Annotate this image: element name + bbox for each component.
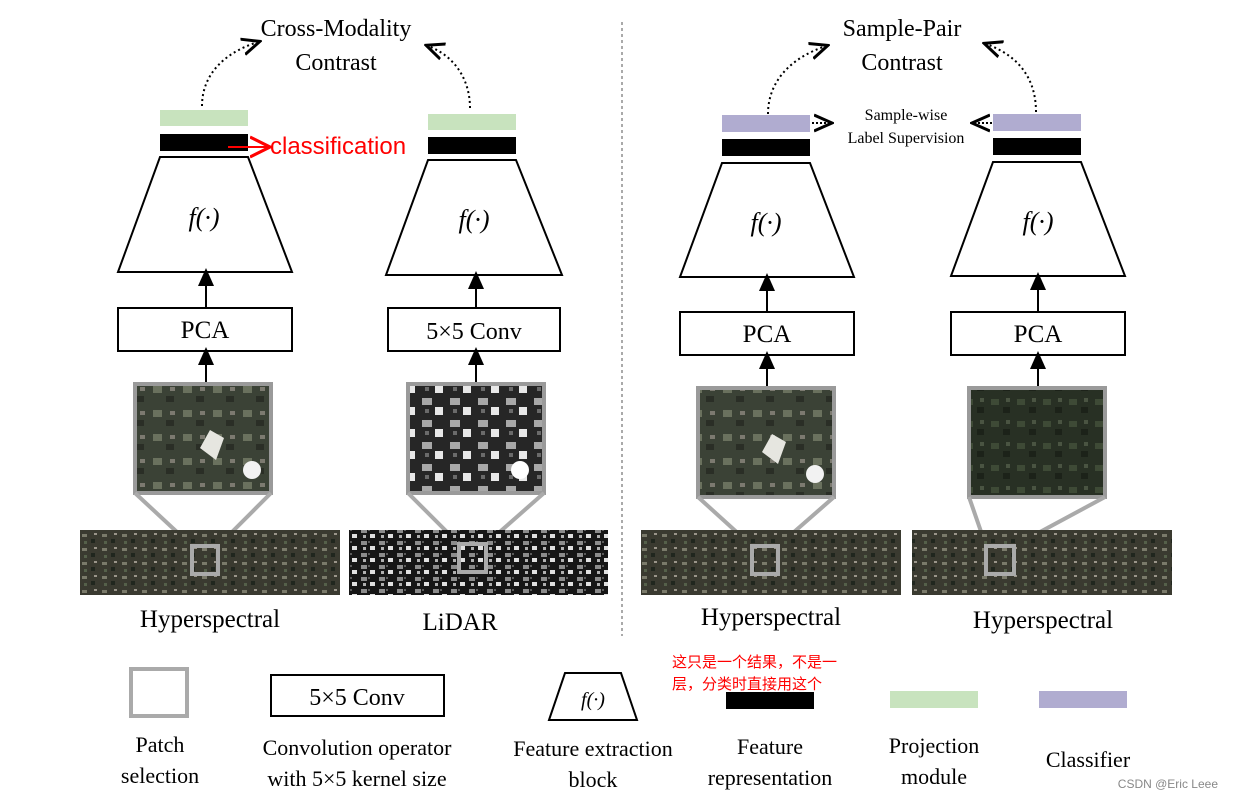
contrast-arrow-left — [202, 42, 258, 106]
supervision-line1: Sample-wise — [865, 107, 948, 124]
projection-bar — [428, 114, 516, 130]
left-column-lidar: f(·) 5×5 Conv LiDAR — [349, 114, 608, 636]
left-column-hyperspectral: f(·) PCA Hyperspectral — [80, 110, 340, 633]
watermark: CSDN @Eric Leee — [1118, 777, 1219, 791]
right-title-line1: Sample-Pair — [843, 16, 962, 42]
legend-feature-representation-line2: representation — [708, 765, 833, 790]
encoder-label: f(·) — [1022, 207, 1053, 236]
encoder-label: f(·) — [750, 208, 781, 237]
legend: Patch selection 5×5 Conv Convolution ope… — [121, 654, 1131, 792]
legend-feature-representation-line1: Feature — [737, 734, 803, 759]
feature-bar — [722, 139, 810, 156]
patch-bright-disk — [806, 465, 824, 483]
legend-patch-selection-line2: selection — [121, 763, 199, 788]
projection-bar — [160, 110, 248, 126]
feature-bar — [160, 134, 248, 151]
legend-classifier-swatch — [1039, 691, 1127, 708]
contrast-arrow-left — [768, 46, 826, 114]
chinese-note-line1: 这只是一个结果，不是一 — [672, 654, 837, 671]
source-label: Hyperspectral — [973, 607, 1113, 634]
left-panel: Cross-Modality Contrast f(·) PCA Hypersp… — [80, 16, 608, 636]
legend-patch-selection-line1: Patch — [136, 732, 185, 757]
legend-feature-representation-swatch — [726, 692, 814, 709]
feature-bar — [993, 138, 1081, 155]
feature-bar — [428, 137, 516, 154]
left-title-line1: Cross-Modality — [261, 16, 412, 42]
classification-annotation: classification — [270, 133, 406, 160]
source-label: Hyperspectral — [701, 604, 841, 631]
hyperspectral-patch-dark — [969, 388, 1105, 497]
legend-conv-caption-line2: with 5×5 kernel size — [267, 766, 446, 791]
legend-feature-extraction-line2: block — [569, 767, 618, 792]
legend-projection-line1: Projection — [889, 733, 979, 758]
pca-label: PCA — [181, 317, 230, 344]
right-column-hyperspectral-1: f(·) PCA Hyperspectral — [641, 115, 901, 631]
encoder-label: f(·) — [458, 205, 489, 234]
legend-projection-swatch — [890, 691, 978, 708]
pca-label: PCA — [1014, 321, 1063, 348]
legend-conv-caption-line1: Convolution operator — [263, 735, 452, 760]
legend-classifier-label: Classifier — [1046, 747, 1131, 772]
contrast-arrow-right — [428, 46, 470, 108]
contrast-arrow-right — [986, 44, 1036, 112]
legend-projection-line2: module — [901, 764, 967, 789]
conv-label: 5×5 Conv — [426, 319, 522, 345]
legend-feature-extraction-box-label: f(·) — [581, 689, 605, 711]
hyperspectral-strip — [912, 530, 1172, 595]
right-panel: Sample-Pair Contrast Sample-wise Label S… — [641, 16, 1172, 634]
hyperspectral-strip — [80, 530, 340, 595]
patch-bright-disk — [511, 461, 529, 479]
right-column-hyperspectral-2: f(·) PCA Hyperspectral — [912, 114, 1172, 634]
hyperspectral-strip — [641, 530, 901, 595]
chinese-note-line2: 层，分类时直接用这个 — [672, 676, 822, 693]
source-label: LiDAR — [423, 609, 498, 636]
encoder-label: f(·) — [188, 203, 219, 232]
classifier-bar — [722, 115, 810, 132]
supervision-line2: Label Supervision — [848, 130, 965, 147]
classifier-bar — [993, 114, 1081, 131]
left-title-line2: Contrast — [295, 50, 377, 76]
right-title-line2: Contrast — [861, 50, 943, 76]
source-label: Hyperspectral — [140, 606, 280, 633]
pca-label: PCA — [743, 321, 792, 348]
lidar-strip — [349, 530, 608, 595]
legend-feature-extraction-line1: Feature extraction — [513, 736, 672, 761]
legend-conv-box-label: 5×5 Conv — [309, 685, 405, 711]
patch-bright-disk — [243, 461, 261, 479]
legend-patch-selection-swatch — [131, 669, 187, 716]
